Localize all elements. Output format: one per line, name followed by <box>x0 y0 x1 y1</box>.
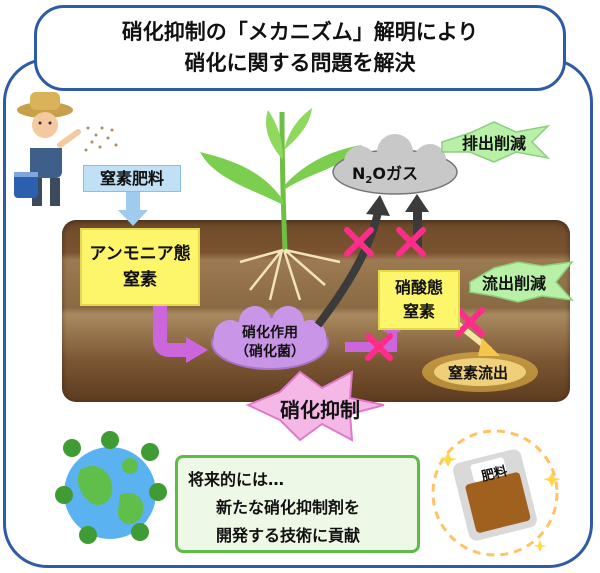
future-line-2: 新たな硝化抑制剤を <box>216 498 361 517</box>
title-line-2: 硝化に関する問題を解決 <box>184 51 416 75</box>
purple-arrow-icon <box>153 305 208 363</box>
ammonium-line-1: アンモニア態 <box>89 244 191 264</box>
nitrification-inhibition-label: 硝化抑制 <box>280 398 360 422</box>
ammonium-nitrogen-box: アンモニア態 窒素 <box>80 228 200 306</box>
fertilizer-bag-icon <box>431 429 561 557</box>
gas-cloud-icon <box>332 134 458 195</box>
nitrate-line-1: 硝酸態 <box>394 278 443 297</box>
future-line-3: 開発する技術に貢献 <box>216 526 361 545</box>
cross-mark-icon <box>344 227 485 361</box>
n2o-curve-arrow-icon <box>314 195 390 328</box>
future-line-1: 将来的には… <box>188 470 285 489</box>
nitrogen-runoff-label: 窒素流出 <box>448 364 509 382</box>
nitrate-line-2: 窒素 <box>402 302 435 321</box>
emission-reduction-label: 排出削減 <box>462 134 527 153</box>
farmer-icon <box>14 92 118 206</box>
n2o-gas-label: N2Oガス <box>352 164 418 187</box>
runoff-reduction-label: 流出削減 <box>482 274 547 293</box>
title-box: 硝化抑制の「メカニズム」解明により 硝化に関する問題を解決 <box>34 5 566 91</box>
fertilizer-label: 窒素肥料 <box>83 165 181 192</box>
emission-star-icon <box>441 121 551 163</box>
nitrification-cloud-icon <box>211 306 329 370</box>
runoff-star-icon <box>469 261 574 303</box>
nitrate-nitrogen-box: 硝酸態 窒素 <box>378 270 460 330</box>
future-contribution-box: 将来的には… 新たな硝化抑制剤を 開発する技術に貢献 <box>175 455 420 553</box>
n2o-up-arrow-icon <box>405 194 429 248</box>
inhibition-star-icon <box>245 370 385 442</box>
sprout-icon <box>200 108 362 301</box>
title-line-1: 硝化抑制の「メカニズム」解明により <box>121 20 479 44</box>
globe-icon <box>55 431 167 544</box>
ammonium-line-2: 窒素 <box>123 270 157 290</box>
fertilizer-arrow-icon <box>118 192 148 226</box>
nitrification-label: 硝化作用 （硝化菌） <box>235 325 305 360</box>
